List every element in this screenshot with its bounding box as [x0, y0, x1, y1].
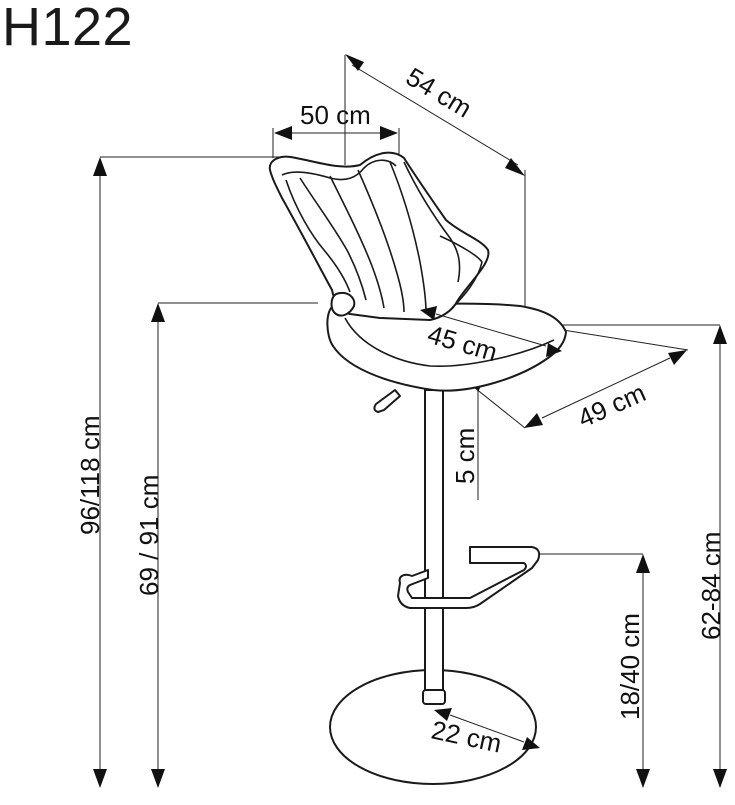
width-dimension: 50 cm [272, 100, 400, 160]
seat-height-dimension: 69 / 91 cm [134, 302, 318, 788]
seat-height-label: 69 / 91 cm [134, 475, 164, 596]
bar-stool-drawing [268, 151, 567, 785]
footrest-height-label: 18/40 cm [615, 613, 645, 720]
model-title: H122 [2, 0, 134, 57]
total-height-label: 96/118 cm [75, 416, 105, 535]
total-height-dimension: 96/118 cm [75, 156, 282, 788]
seat-thickness-label: 5 cm [450, 428, 480, 484]
footrest-height-dimension: 18/40 cm [535, 553, 650, 788]
front-seat-height-dimension: 62-84 cm [562, 324, 727, 788]
front-seat-height-label: 62-84 cm [696, 532, 726, 640]
width-label: 50 cm [300, 100, 371, 130]
depth-label: 54 cm [401, 61, 477, 123]
seat-thickness-dimension: 5 cm [450, 360, 482, 500]
